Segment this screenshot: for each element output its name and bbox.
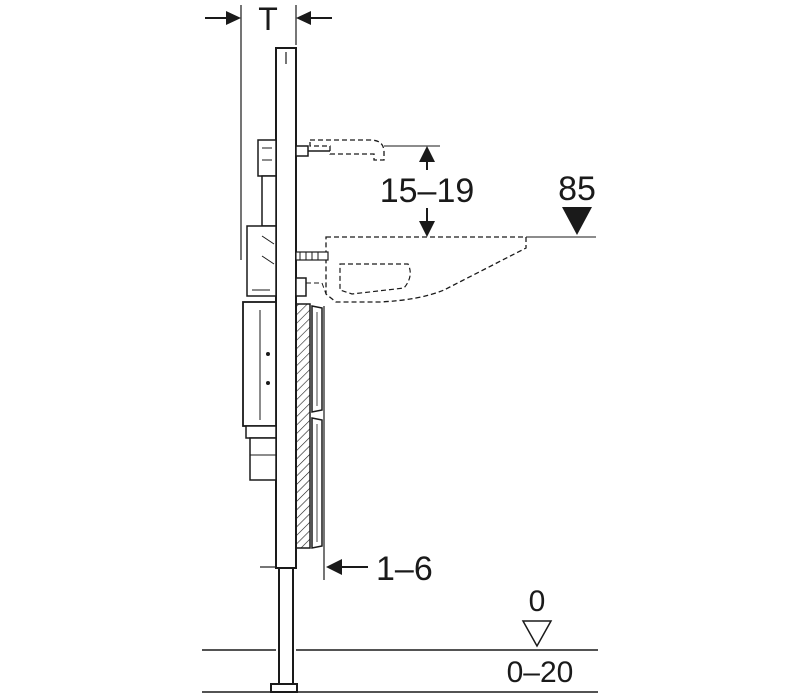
floor-level-label: 0 <box>529 585 546 618</box>
arrow-left-icon <box>326 559 342 575</box>
wall-cladding <box>295 303 325 580</box>
washbasin <box>295 236 596 303</box>
arrow-left-icon <box>296 11 311 25</box>
spout-height-label: 15–19 <box>380 172 475 210</box>
arrow-up-icon <box>419 146 435 162</box>
basin-height-label: 85 <box>558 170 596 208</box>
spout-height-dimension: 15–19 <box>368 146 486 237</box>
thickness-dimension: T <box>205 1 332 260</box>
basin-height-marker: 85 <box>558 170 596 235</box>
drain-assembly <box>242 139 277 481</box>
cladding-dimension: 1–6 <box>326 550 433 588</box>
floor-level-triangle-icon <box>521 620 553 648</box>
arrow-down-icon <box>419 221 435 237</box>
tap-spout <box>295 139 440 161</box>
floor-build-up-label: 0–20 <box>507 656 574 689</box>
arrow-right-icon <box>226 11 241 25</box>
floor: 0 0–20 <box>202 585 598 693</box>
level-triangle-icon <box>562 207 592 235</box>
thickness-label: T <box>258 1 278 37</box>
frame-post <box>260 47 298 693</box>
cladding-label: 1–6 <box>376 550 433 588</box>
